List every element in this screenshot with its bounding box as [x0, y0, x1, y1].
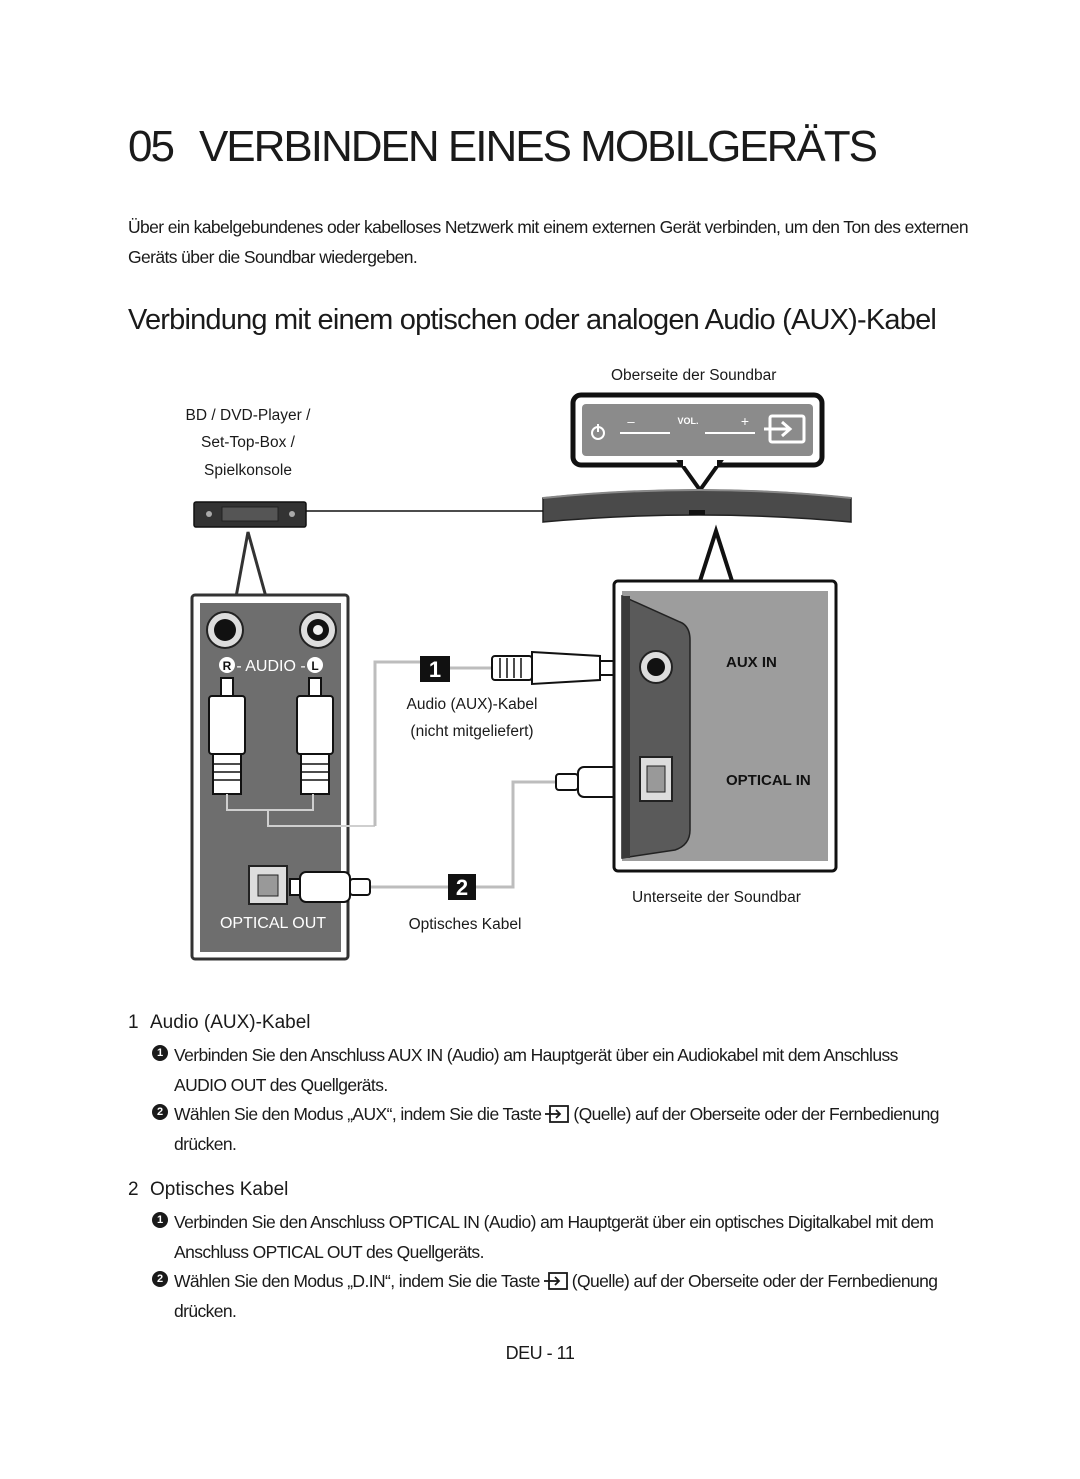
- source-device-label-2: Set-Top-Box /: [201, 434, 295, 451]
- aux-in-label: AUX IN: [726, 654, 777, 671]
- source-rear-panel: [190, 593, 375, 961]
- source-icon: [545, 1105, 570, 1123]
- step-bullet: 1: [152, 1212, 168, 1228]
- intro-paragraph: Über ein kabelgebundenes oder kabelloses…: [128, 217, 969, 267]
- step-text-before: Wählen Sie den Modus „D.IN“, indem Sie d…: [174, 1271, 540, 1291]
- chapter-number: 05: [128, 122, 175, 171]
- panel-vol-label: VOL.: [677, 416, 698, 426]
- step-bullet: 2: [152, 1104, 168, 1120]
- panel-vol-plus: +: [741, 413, 749, 429]
- marker-2: 2: [456, 875, 468, 900]
- top-panel-label: Oberseite der Soundbar: [611, 367, 777, 384]
- source-device-label-1: BD / DVD-Player /: [185, 407, 311, 424]
- item-2-number: 2: [128, 1179, 139, 1200]
- source-device-label-3: Spielkonsole: [204, 462, 292, 479]
- optical-cable-plug-source: [289, 871, 371, 903]
- item-2-step-1: 1 Verbinden Sie den Anschluss OPTICAL IN…: [152, 1207, 952, 1267]
- connection-diagram: – VOL. +: [190, 392, 852, 961]
- optical-cable-label: Optisches Kabel: [408, 916, 522, 933]
- panel-vol-minus: –: [627, 414, 635, 429]
- item-1-title-text: Audio (AUX)-Kabel: [150, 1012, 311, 1033]
- soundbar: [542, 489, 852, 523]
- item-2-title: 2 Optisches Kabel: [128, 1179, 288, 1201]
- step-text: Wählen Sie den Modus „D.IN“, indem Sie d…: [174, 1266, 952, 1326]
- step-text-after: (Quelle) auf der Oberseite oder der Fern…: [174, 1104, 940, 1154]
- aux-cable-plug: [491, 650, 629, 686]
- item-1-title: 1 Audio (AUX)-Kabel: [128, 1012, 311, 1034]
- chapter-title: 05 VERBINDEN EINES MOBILGERÄTS: [128, 122, 878, 172]
- power-icon: [591, 424, 605, 440]
- marker-1: 1: [429, 657, 441, 682]
- audio-r-label: R: [223, 659, 232, 673]
- chapter-title-text: VERBINDEN EINES MOBILGERÄTS: [198, 122, 878, 171]
- item-1-step-2: 2 Wählen Sie den Modus „AUX“, indem Sie …: [152, 1099, 952, 1159]
- item-2-title-text: Optisches Kabel: [150, 1179, 289, 1200]
- audio-port-label: - AUDIO -: [236, 658, 305, 675]
- item-2-step-2: 2 Wählen Sie den Modus „D.IN“, indem Sie…: [152, 1266, 952, 1326]
- bottom-panel-label: Unterseite der Soundbar: [632, 889, 801, 906]
- page-number: DEU - 11: [505, 1343, 575, 1363]
- optical-out-label: OPTICAL OUT: [220, 915, 326, 932]
- step-bullet: 1: [152, 1045, 168, 1061]
- aux-cable-label-1: Audio (AUX)-Kabel: [406, 696, 538, 713]
- soundbar-bottom-panel: [612, 579, 838, 873]
- source-icon: [543, 1272, 568, 1290]
- item-1-number: 1: [128, 1012, 139, 1033]
- source-device: [193, 501, 307, 528]
- step-text: Verbinden Sie den Anschluss AUX IN (Audi…: [174, 1045, 898, 1095]
- optical-in-label: OPTICAL IN: [726, 772, 811, 789]
- step-text: Wählen Sie den Modus „AUX“, indem Sie di…: [174, 1099, 952, 1159]
- step-text: Verbinden Sie den Anschluss OPTICAL IN (…: [174, 1212, 934, 1262]
- source-icon: [764, 414, 806, 444]
- aux-cable-label-2: (nicht mitgeliefert): [410, 723, 534, 740]
- audio-l-label: L: [311, 659, 318, 673]
- soundbar-top-panel: [570, 392, 825, 494]
- step-bullet: 2: [152, 1271, 168, 1287]
- step-text-before: Wählen Sie den Modus „AUX“, indem Sie di…: [174, 1104, 542, 1124]
- step-text-after: (Quelle) auf der Oberseite oder der Fern…: [174, 1271, 938, 1321]
- item-1-step-1: 1 Verbinden Sie den Anschluss AUX IN (Au…: [152, 1040, 952, 1100]
- section-heading: Verbindung mit einem optischen oder anal…: [128, 304, 937, 336]
